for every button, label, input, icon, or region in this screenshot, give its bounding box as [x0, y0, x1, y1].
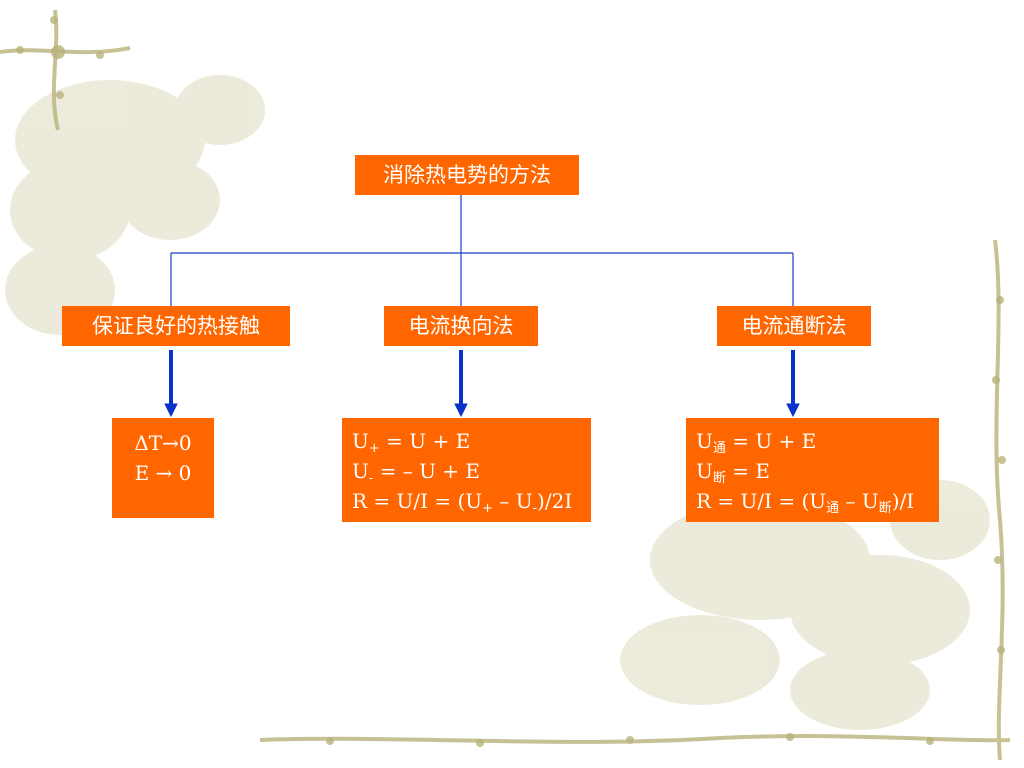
- equation-resistance: R = U/I = (U通 – U断)/I: [696, 489, 915, 516]
- method-thermal-contact: 保证良好的热接触: [62, 306, 290, 346]
- equation-u-on: U通 = U + E: [696, 429, 817, 456]
- equation-u-minus: U- = – U + E: [352, 459, 481, 486]
- equation-resistance: R = U/I = (U+ – U-)/2I: [352, 489, 573, 516]
- root-node: 消除热电势的方法: [355, 155, 579, 195]
- result-current-reversal: U+ = U + E U- = – U + E R = U/I = (U+ – …: [342, 418, 591, 522]
- result-current-on-off: U通 = U + E U断 = E R = U/I = (U通 – U断)/I: [686, 418, 939, 522]
- result-line: E → 0: [134, 461, 192, 485]
- method-current-on-off: 电流通断法: [717, 306, 871, 346]
- result-thermal-contact: ΔT→0 E → 0: [112, 418, 214, 518]
- equation-u-off: U断 = E: [696, 459, 770, 486]
- arrow-right: [786, 350, 800, 418]
- arrow-middle: [454, 350, 468, 418]
- result-line: ΔT→0: [134, 431, 192, 455]
- arrow-left: [164, 350, 178, 418]
- method-current-reversal: 电流换向法: [384, 306, 538, 346]
- equation-u-plus: U+ = U + E: [352, 429, 471, 456]
